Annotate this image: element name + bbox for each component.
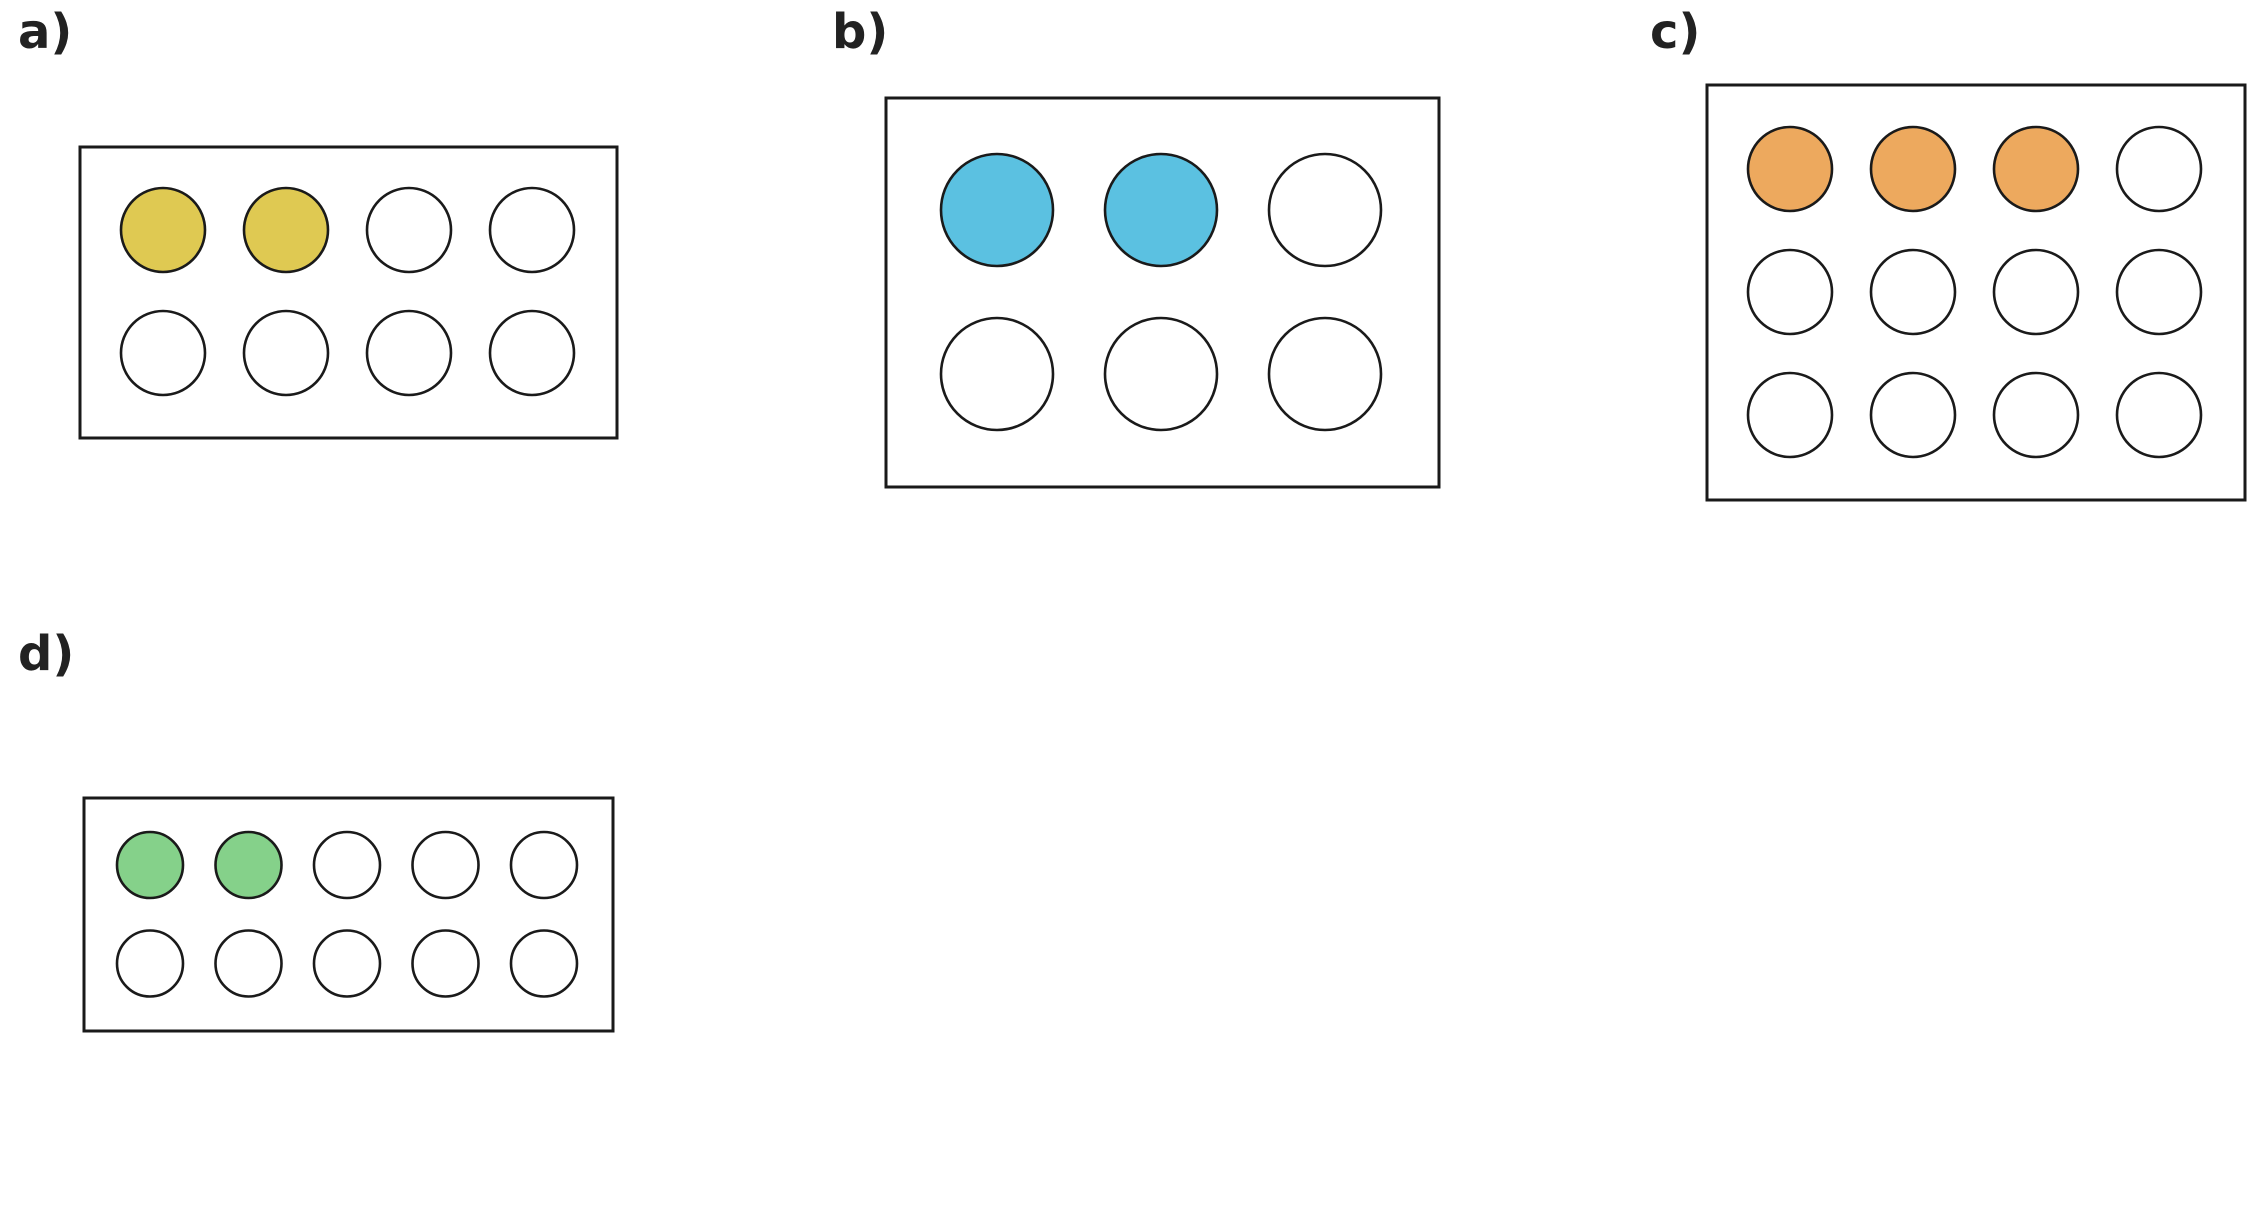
panel-d: d): [18, 626, 615, 1033]
panel-a-label: a): [18, 4, 72, 60]
panel-c-dot-filled: [1992, 125, 2080, 213]
panel-d-dots: [115, 830, 579, 998]
panel-d-dot-filled: [214, 830, 283, 900]
panel-b-dot-empty: [939, 316, 1055, 432]
panel-c-dot-filled: [1869, 125, 1957, 213]
panel-c-dot-empty: [1869, 371, 1957, 459]
panel-b-dot-empty: [1103, 316, 1219, 432]
panel-d-dot-empty: [214, 929, 283, 998]
panel-c-dots: [1746, 125, 2203, 459]
panel-a-dot-filled: [119, 186, 207, 274]
panel-d-dot-empty: [312, 929, 382, 998]
panel-c-dot-empty: [1869, 248, 1957, 336]
panel-c-dot-empty: [1746, 371, 1834, 459]
panel-c-dot-empty: [2115, 125, 2203, 213]
panel-a-dot-filled: [242, 186, 330, 274]
panel-d-dot-empty: [115, 929, 185, 998]
panel-b-dot-empty: [1267, 152, 1383, 268]
panel-d-dot-filled: [115, 830, 185, 900]
panel-a-dot-empty: [365, 309, 453, 397]
panel-a-dot-empty: [242, 309, 330, 397]
panel-c-dot-empty: [1992, 248, 2080, 336]
panel-c-dot-filled: [1746, 125, 1834, 213]
panel-c-dot-empty: [2115, 248, 2203, 336]
panel-d-dot-empty: [411, 929, 480, 998]
panel-b: b): [832, 4, 1441, 489]
panel-c-dot-empty: [1992, 371, 2080, 459]
panel-b-dot-filled: [1103, 152, 1219, 268]
panel-a: a): [18, 4, 619, 440]
panel-c-dot-empty: [1746, 248, 1834, 336]
panel-d-label: d): [18, 626, 74, 682]
panel-b-dot-filled: [939, 152, 1055, 268]
panel-d-dot-empty: [509, 830, 579, 900]
panel-b-label: b): [832, 4, 888, 60]
panel-b-dots: [939, 152, 1383, 432]
panel-d-dot-empty: [312, 830, 382, 900]
panel-c-dot-empty: [2115, 371, 2203, 459]
panel-d-dot-empty: [509, 929, 579, 998]
panel-d-dot-empty: [411, 830, 480, 900]
panel-a-dot-empty: [488, 309, 576, 397]
panel-c-label: c): [1650, 4, 1700, 60]
panel-a-dot-empty: [365, 186, 453, 274]
panel-a-dot-empty: [119, 309, 207, 397]
panel-c: c): [1650, 4, 2247, 502]
panel-b-dot-empty: [1267, 316, 1383, 432]
panel-a-dots: [119, 186, 576, 397]
panel-a-dot-empty: [488, 186, 576, 274]
